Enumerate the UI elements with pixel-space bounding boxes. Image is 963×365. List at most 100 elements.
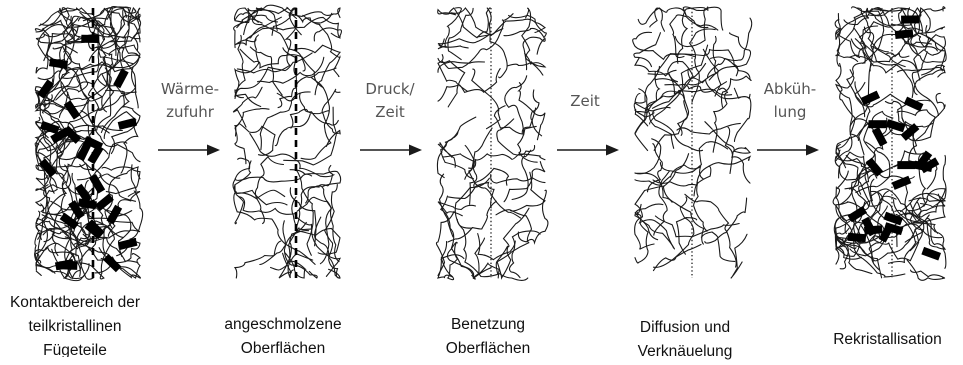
arrow-1 [158, 145, 220, 156]
stage-1-caption-line-1: Kontaktbereich der [0, 291, 150, 315]
stage-3-wetting [436, 8, 548, 281]
polymer-chain [449, 8, 491, 38]
polymer-chain [487, 8, 507, 78]
stage-4-caption: Diffusion und Verknäuelung [615, 316, 755, 364]
polymer-chain [295, 168, 313, 255]
polymer-chain [447, 242, 475, 279]
polymer-chain [455, 178, 489, 228]
polymer-chain [306, 186, 339, 262]
stage-1-caption: Kontaktbereich der teilkristallinen Füge… [0, 291, 150, 357]
polymer-chain [235, 185, 243, 224]
arrow-3 [557, 145, 619, 156]
polymer-chain [505, 76, 527, 135]
arrow-label-3-line-1: Zeit [545, 90, 625, 113]
polymer-chain [39, 8, 97, 35]
polymer-chain [102, 167, 140, 194]
crystallite [904, 97, 924, 112]
crystallite [848, 233, 867, 243]
arrow-label-4-line-1: Abküh- [740, 78, 840, 101]
polymer-chain [654, 197, 694, 267]
arrow-2 [360, 145, 422, 156]
polymer-chain [635, 204, 663, 240]
polymer-chain [518, 190, 548, 242]
crystallite [89, 174, 105, 194]
crystallite [897, 161, 915, 169]
crystallite [64, 100, 81, 119]
polymer-chain [438, 58, 465, 107]
polymer-chain [438, 142, 455, 167]
polymer-chain [235, 241, 281, 278]
stage-3-caption-line-1: Benetzung [418, 313, 558, 337]
polymer-chain [448, 182, 494, 208]
polymer-chain [725, 127, 750, 183]
stage-4-diffusion [633, 7, 752, 278]
crystallite [49, 58, 68, 69]
arrow-label-4: Abküh- lung [740, 78, 840, 124]
polymer-chain [293, 45, 340, 94]
stage-4-caption-line-2: Verknäuelung [615, 340, 755, 364]
polymer-chain [635, 223, 648, 263]
polymer-chain [670, 15, 686, 58]
arrow-label-1: Wärme- zufuhr [140, 78, 240, 124]
stage-3-caption: Benetzung Oberflächen [418, 313, 558, 361]
polymer-chain [509, 231, 540, 278]
crystallite [869, 120, 887, 128]
stage-5-caption-line-1: Rekristallisation [812, 328, 963, 352]
crystallite [59, 261, 77, 270]
stage-2-melted-surfaces [233, 5, 341, 278]
arrow-label-1-line-1: Wärme- [140, 78, 240, 101]
stage-2-caption: angeschmolzene Oberflächen [208, 313, 358, 361]
polymer-chain [731, 234, 747, 278]
arrow-label-1-line-2: zufuhr [140, 101, 240, 124]
polymer-chain [237, 28, 296, 73]
polymer-chain [260, 221, 286, 265]
polymer-chain [438, 8, 503, 35]
stage-5-caption: Rekristallisation [812, 328, 963, 352]
polymer-chain [911, 8, 937, 51]
crystallite [872, 127, 888, 147]
stage-4-caption-line-1: Diffusion und [615, 316, 755, 340]
polymer-chain [255, 157, 283, 224]
stage-5-recrystallization [833, 7, 946, 281]
polymer-chain [271, 228, 311, 270]
arrow-label-2-line-1: Druck/ [340, 78, 440, 101]
polymer-chain [683, 7, 723, 30]
polymer-chain [634, 33, 661, 67]
stage-1-caption-line-2: teilkristallinen [0, 315, 150, 339]
polymer-chain [322, 89, 340, 146]
stage-3-caption-line-2: Oberflächen [418, 337, 558, 361]
polymer-chain [518, 126, 538, 162]
polymer-chain [907, 260, 945, 280]
crystallite [864, 225, 883, 235]
stage-2-caption-line-2: Oberflächen [208, 337, 358, 361]
arrow-label-3: Zeit [545, 90, 625, 113]
crystallite [921, 247, 941, 261]
arrow-label-4-line-2: lung [740, 101, 840, 124]
stage-1-contact-zone [35, 7, 143, 281]
polymer-chain [448, 8, 473, 59]
polymer-chain [650, 8, 665, 31]
arrow-label-2-line-2: Zeit [340, 101, 440, 124]
polymer-chain [260, 92, 310, 150]
polymer-chain [694, 157, 750, 196]
polymer-chain [497, 119, 535, 155]
polymer-chain [469, 154, 545, 168]
polymer-chain [504, 15, 546, 37]
polymer-chain [655, 216, 739, 237]
polymer-chain [438, 255, 464, 278]
stage-2-caption-line-1: angeschmolzene [208, 313, 358, 337]
polymer-chain [240, 197, 296, 215]
polymer-chain [497, 208, 529, 278]
polymer-chain [436, 212, 454, 276]
polymer-chain [914, 35, 946, 80]
stage-1-caption-line-3: Fügeteile [0, 339, 150, 357]
polymer-chain [491, 175, 545, 184]
arrow-4 [757, 145, 819, 156]
polymer-chain [235, 123, 275, 155]
polymer-chain [296, 166, 332, 228]
polymer-chain [478, 234, 516, 260]
polymer-chain [240, 49, 323, 87]
polymer-chain [438, 55, 467, 92]
crystallite [81, 35, 99, 43]
arrow-label-2: Druck/ Zeit [340, 78, 440, 124]
